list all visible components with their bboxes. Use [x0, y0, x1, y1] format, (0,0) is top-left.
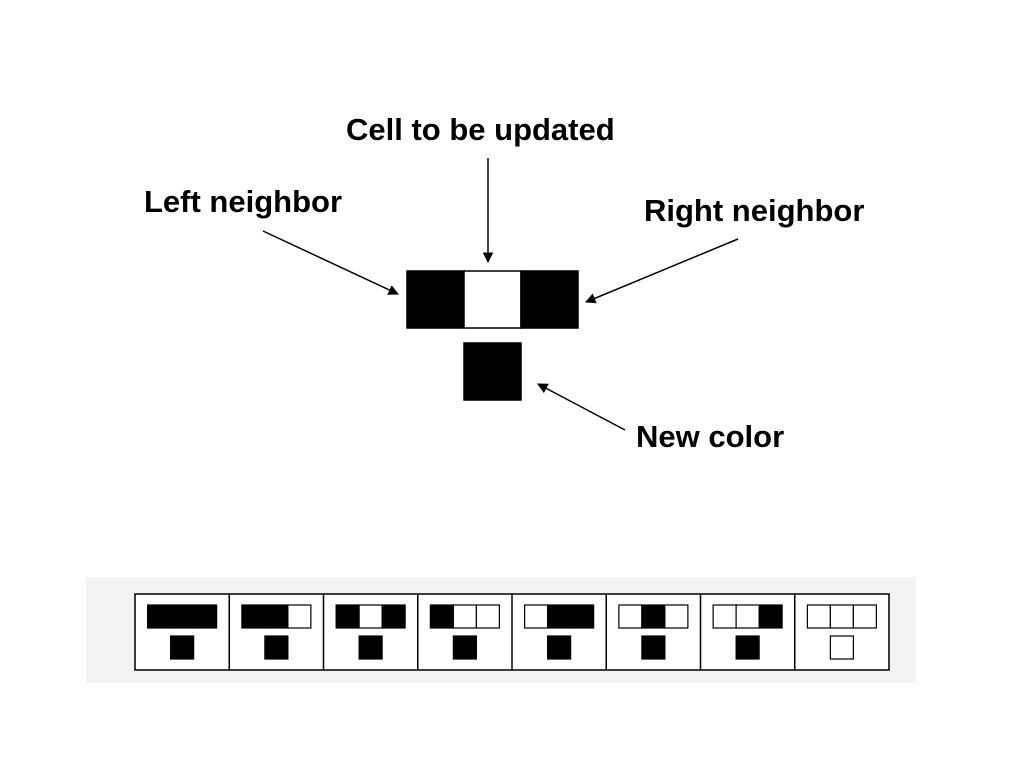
rule-neighborhood-cell [193, 604, 218, 629]
example-right-neighbor-cell [520, 270, 579, 329]
rule-cell-7 [712, 604, 783, 660]
rule-neighborhood-cell [852, 604, 877, 629]
rule-cell-3 [335, 604, 406, 660]
example-center-cell [463, 270, 522, 329]
new-color-label: New color [636, 419, 785, 454]
new-color-arrow [537, 383, 626, 431]
example-left-neighbor-cell [406, 270, 465, 329]
rule-result-cell [547, 635, 572, 660]
rule-neighborhood-cell [264, 604, 289, 629]
rule-neighborhood-cell [664, 604, 689, 629]
example-rule [406, 270, 579, 401]
rule-neighborhood-cell [735, 604, 760, 629]
rule-cell-4 [429, 604, 500, 660]
rule-result-cell [170, 635, 195, 660]
rule-neighborhood-cell [475, 604, 500, 629]
rule-neighborhood-cell [641, 604, 666, 629]
rule-neighborhood-cell [829, 604, 854, 629]
rule-neighborhood-cell [806, 604, 831, 629]
rule-neighborhood-cell [570, 604, 595, 629]
rule-cell-1 [147, 604, 218, 660]
example-new-color-cell [463, 342, 522, 401]
rule-neighborhood-cell [241, 604, 266, 629]
rule-cell-8 [806, 604, 877, 660]
rule-result-cell [829, 635, 854, 660]
rule-neighborhood-cell [547, 604, 572, 629]
rule-neighborhood-cell [358, 604, 383, 629]
rule-result-cell [358, 635, 383, 660]
rule-neighborhood-cell [712, 604, 737, 629]
left-neighbor-label: Left neighbor [144, 184, 343, 219]
rule-neighborhood-cell [524, 604, 549, 629]
rule-cell-6 [618, 604, 689, 660]
rule-neighborhood-cell [429, 604, 454, 629]
left-neighbor-arrow [262, 230, 399, 295]
rule-neighborhood-cell [618, 604, 643, 629]
rule-result-cell [735, 635, 760, 660]
rule-cell-5 [524, 604, 595, 660]
rule-table [147, 594, 877, 670]
rule-result-cell [641, 635, 666, 660]
rule-result-cell [452, 635, 477, 660]
rule-neighborhood-cell [170, 604, 195, 629]
rule-neighborhood-cell [758, 604, 783, 629]
right-neighbor-arrow [585, 238, 739, 304]
cell-to-be-updated-label: Cell to be updated [346, 112, 615, 147]
rule-neighborhood-cell [381, 604, 406, 629]
rule-cell-2 [241, 604, 312, 660]
right-neighbor-label: Right neighbor [644, 193, 865, 228]
rule-neighborhood-cell [147, 604, 172, 629]
rule-result-cell [264, 635, 289, 660]
rule-neighborhood-cell [335, 604, 360, 629]
rule-neighborhood-cell [287, 604, 312, 629]
rule-neighborhood-cell [452, 604, 477, 629]
